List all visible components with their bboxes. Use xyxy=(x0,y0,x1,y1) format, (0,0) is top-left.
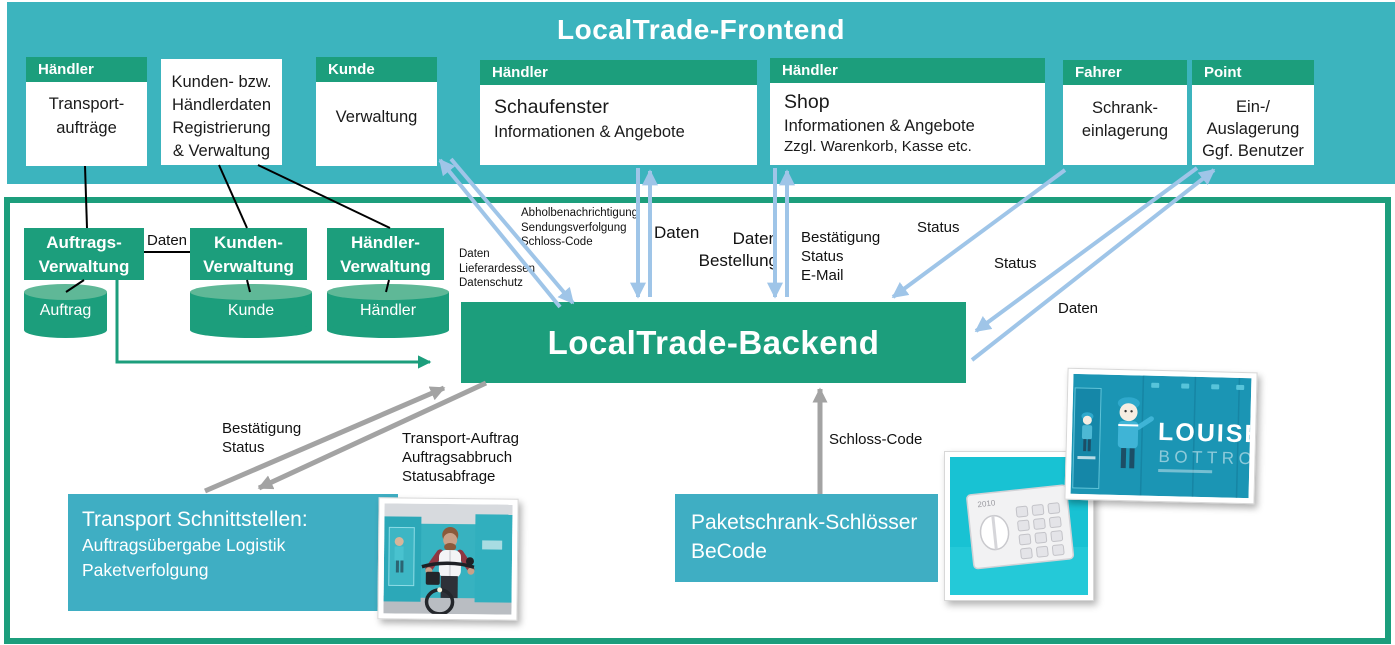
box-line: Ggf. Benutzer xyxy=(1202,142,1304,160)
box-kundendaten: Kunden- bzw. Händlerdaten Registrierung … xyxy=(161,59,282,165)
label-transport-auftrag: Transport-Auftrag Auftragsabbruch Status… xyxy=(402,429,519,486)
cylinder-top xyxy=(327,284,449,300)
box-header-kunde: Kunde xyxy=(316,57,437,82)
label-line: Status xyxy=(222,439,265,456)
frontend-title: LocalTrade-Frontend xyxy=(557,14,845,45)
label-daten-point: Daten xyxy=(1058,300,1099,317)
mgmt-line: Verwaltung xyxy=(340,257,431,276)
label-line: E-Mail xyxy=(801,267,844,284)
label-bestaetigung-status: Bestätigung Status xyxy=(222,419,301,457)
label-line: Bestellung xyxy=(698,251,778,270)
label-line: Auftragsabbruch xyxy=(402,449,513,466)
label-line: Daten xyxy=(732,229,778,248)
db-label: Auftrag xyxy=(39,302,92,319)
label-line: Abholbenachrichtigung xyxy=(521,207,639,219)
keypad-display: 2010 xyxy=(977,498,996,509)
mgmt-line: Kunden- xyxy=(214,233,283,252)
label-line: Statusabfrage xyxy=(402,468,496,485)
box-auftrags-verwaltung: Auftrags- Verwaltung xyxy=(24,228,144,280)
box-line: Zzgl. Warenkorb, Kasse etc. xyxy=(784,138,972,155)
box-line: Paketverfolgung xyxy=(82,560,209,580)
label-abholbenachrichtigung: Abholbenachrichtigung Sendungsverfolgung… xyxy=(521,206,638,250)
label-line: Sendungsverfolgung xyxy=(521,221,627,234)
box-line: Auftragsübergabe Logistik xyxy=(82,535,286,555)
box-title: Shop xyxy=(784,91,830,113)
label-daten-schaufenster: Daten xyxy=(654,223,700,242)
label-line: Bestätigung xyxy=(222,420,302,437)
label-schloss-code: Schloss-Code xyxy=(829,431,923,448)
box-line: Informationen & Angebote xyxy=(784,117,975,135)
label-daten-bestellung: Daten Bestellung xyxy=(693,228,778,272)
box-point-auslagerung: Point Ein-/ Auslagerung Ggf. Benutzer xyxy=(1192,60,1314,165)
db-label: Kunde xyxy=(227,302,275,319)
label-line: Status xyxy=(801,248,844,265)
box-line: Kunden- bzw. xyxy=(171,73,272,91)
box-header-haendler: Händler xyxy=(26,57,147,82)
box-header-haendler: Händler xyxy=(770,58,1045,83)
box-line: Ein-/ xyxy=(1236,98,1270,116)
box-haendler-verwaltung: Händler- Verwaltung xyxy=(327,228,444,280)
box-line: BeCode xyxy=(691,540,767,563)
photo-louise-lockers: LOUISE BOTTROP xyxy=(1064,367,1272,505)
mgmt-line: Händler- xyxy=(351,233,420,252)
box-line: & Verwaltung xyxy=(172,142,271,160)
box-kunden-verwaltung: Kunden- Verwaltung xyxy=(190,228,307,280)
box-line: aufträge xyxy=(56,119,117,137)
photo-courier-bike xyxy=(377,497,519,621)
box-transport-schnittstellen: Transport Schnittstellen: Auftragsüberga… xyxy=(68,494,398,611)
label-line: Daten xyxy=(459,248,490,260)
box-kunde-verwaltung: Kunde Verwaltung xyxy=(316,57,437,166)
label-status-point: Status xyxy=(994,255,1037,272)
box-line: Transport- xyxy=(48,95,125,113)
label-status-fahrer: Status xyxy=(917,219,960,236)
box-header-point: Point xyxy=(1192,60,1314,85)
db-label: Händler xyxy=(359,302,417,319)
label-line: Datenschutz xyxy=(459,277,523,289)
courier-bike-illustration xyxy=(383,503,513,616)
box-header-haendler: Händler xyxy=(480,60,757,85)
label-daten-liefer: Daten Lieferardessen Datenschutz xyxy=(459,247,535,291)
label-daten-link: Daten xyxy=(146,232,188,249)
box-header-fahrer: Fahrer xyxy=(1063,60,1187,85)
box-line: Informationen & Angebote xyxy=(494,123,685,141)
box-paketschrank-schloesser: Paketschrank-Schlösser BeCode xyxy=(675,494,938,582)
mgmt-line: Verwaltung xyxy=(38,257,130,276)
louise-lockers-illustration: LOUISE BOTTROP xyxy=(1070,373,1272,499)
box-schaufenster: Händler Schaufenster Informationen & Ang… xyxy=(480,60,757,165)
louise-subtitle: BOTTROP xyxy=(1158,447,1251,469)
backend-title-box: LocalTrade-Backend xyxy=(461,302,966,383)
box-line: Verwaltung xyxy=(335,108,418,126)
mgmt-line: Verwaltung xyxy=(203,257,294,276)
louise-title: LOUISE xyxy=(1158,418,1252,449)
box-shop: Händler Shop Informationen & Angebote Zz… xyxy=(770,58,1045,165)
box-fahrer-schrankeinlagerung: Fahrer Schrank- einlagerung xyxy=(1063,60,1187,165)
label-bestaetigung-email: Bestätigung Status E-Mail xyxy=(801,228,880,285)
box-line: Schrank- xyxy=(1091,99,1159,117)
box-line: Auslagerung xyxy=(1206,120,1300,138)
label-line: Schloss-Code xyxy=(521,236,593,248)
mgmt-line: Auftrags- xyxy=(46,233,122,252)
box-line: Händlerdaten xyxy=(171,96,272,114)
label-line: Bestätigung xyxy=(801,229,881,246)
cylinder-top xyxy=(190,284,312,300)
label-line: Transport-Auftrag xyxy=(402,430,519,447)
box-line: Paketschrank-Schlösser xyxy=(691,511,918,534)
label-line: Lieferardessen xyxy=(459,262,536,275)
box-title: Schaufenster xyxy=(494,96,609,118)
box-line: Registrierung xyxy=(172,119,271,137)
cylinder-top xyxy=(24,284,107,300)
box-line: einlagerung xyxy=(1081,122,1169,140)
box-haendler-transportauftraege: Händler Transport- aufträge xyxy=(26,57,147,166)
box-title: Transport Schnittstellen: xyxy=(82,508,308,531)
mascot-figure xyxy=(1117,397,1154,469)
